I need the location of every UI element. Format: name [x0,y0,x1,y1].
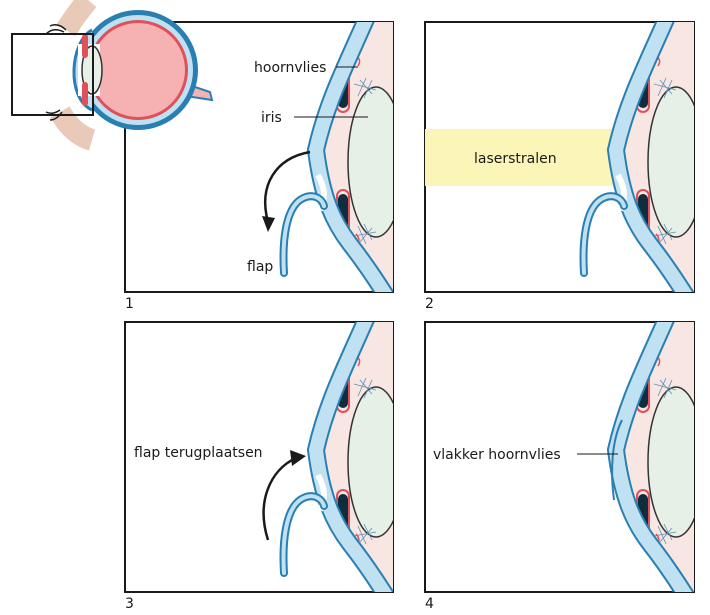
label-iris: iris [261,110,282,126]
panel-number-2: 2 [425,296,434,312]
label-cornea: hoornvlies [254,60,326,76]
panel-4: vlakker hoornvlies 4 [424,321,695,612]
zoom-box [11,33,94,116]
panel-number-1: 1 [125,296,134,312]
label-laser: laserstralen [474,151,557,167]
flap-return-arrow [262,456,297,541]
panel-number-3: 3 [125,596,134,612]
label-flap: flap [247,259,273,275]
label-flatter-cornea: vlakker hoornvlies [433,447,561,463]
flap-lift-arrow [264,150,311,223]
label-flap-return: flap terugplaatsen [134,445,263,461]
panel-number-4: 4 [425,596,434,612]
panel-3: flap terugplaatsen 3 [124,321,394,612]
eye-overview-illustration [11,0,214,151]
panel-2: laserstralen 2 [424,21,695,312]
laser-beam [425,129,625,186]
